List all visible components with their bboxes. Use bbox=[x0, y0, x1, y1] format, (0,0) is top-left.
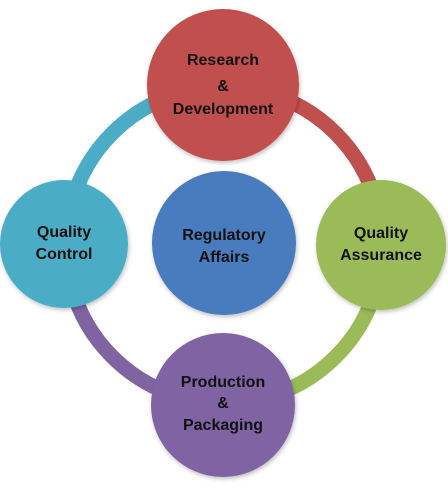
node-label-line: Packaging bbox=[183, 417, 263, 434]
node-label-line: Production bbox=[181, 374, 265, 391]
center-circle bbox=[152, 171, 296, 315]
node-quality-assurance: Quality Assurance bbox=[316, 180, 446, 310]
node-label-line: Development bbox=[173, 101, 274, 118]
node-circle bbox=[0, 180, 128, 308]
node-circle bbox=[151, 333, 295, 477]
center-label-line: Regulatory bbox=[182, 227, 266, 244]
center-node-regulatory-affairs: Regulatory Affairs bbox=[152, 171, 296, 315]
center-label-line: Affairs bbox=[199, 249, 250, 266]
node-label-line: Research bbox=[187, 52, 259, 69]
node-label-line: Control bbox=[36, 246, 93, 263]
node-label-line: Quality bbox=[354, 225, 408, 242]
node-quality-control: Quality Control bbox=[0, 180, 128, 308]
node-label-line: Quality bbox=[37, 224, 91, 241]
node-circle bbox=[316, 180, 446, 310]
node-label-line: & bbox=[217, 78, 229, 95]
node-research-development: Research & Development bbox=[147, 9, 299, 161]
node-production-packaging: Production & Packaging bbox=[151, 333, 295, 477]
node-label-line: Assurance bbox=[340, 247, 422, 264]
node-label-line: & bbox=[217, 395, 229, 412]
node-circle bbox=[147, 9, 299, 161]
